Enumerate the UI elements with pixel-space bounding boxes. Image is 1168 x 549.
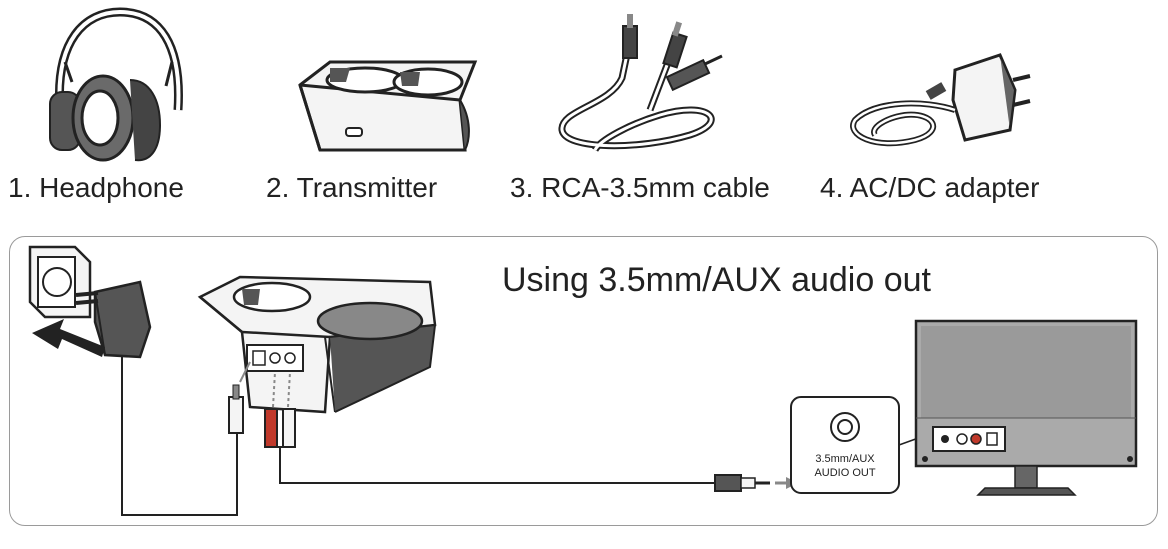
item-headphone: 1. Headphone [0, 0, 220, 220]
power-cable [121, 357, 238, 516]
jack-plug [714, 474, 770, 492]
rca-cable-line [279, 447, 715, 484]
rca-plugs [264, 408, 296, 448]
adapter-icon [850, 53, 1031, 147]
transmitter-icon [298, 60, 478, 152]
item-transmitter: 2. Transmitter [260, 0, 490, 220]
item-label-adapter: 4. AC/DC adapter [820, 172, 1040, 203]
connection-diagram [28, 245, 1138, 516]
audio-out-label-line2: AUDIO OUT [814, 467, 876, 479]
wall-socket-icon [28, 245, 92, 319]
connection-panel: Using 3.5mm/AUX audio out [9, 236, 1158, 526]
headphone-icon [49, 7, 183, 162]
item-label-headphone: 1. Headphone [8, 172, 184, 203]
push-arrow-icon [32, 319, 105, 357]
item-rca-cable: 3. RCA-3.5mm cable [500, 0, 790, 220]
adapter-plug-icon [75, 280, 152, 359]
audio-out-label-line1: 3.5mm/AUX [815, 453, 875, 465]
transmitter-diagram [197, 275, 437, 414]
rca-cable-icon [558, 14, 723, 153]
item-label-transmitter: 2. Transmitter [266, 172, 438, 203]
connection-title: Using 3.5mm/AUX audio out [502, 261, 931, 299]
tv-icon [914, 319, 1138, 496]
item-label-rca-cable: 3. RCA-3.5mm cable [510, 172, 770, 203]
item-adapter: 4. AC/DC adapter [815, 0, 1075, 220]
power-plug [228, 396, 244, 434]
